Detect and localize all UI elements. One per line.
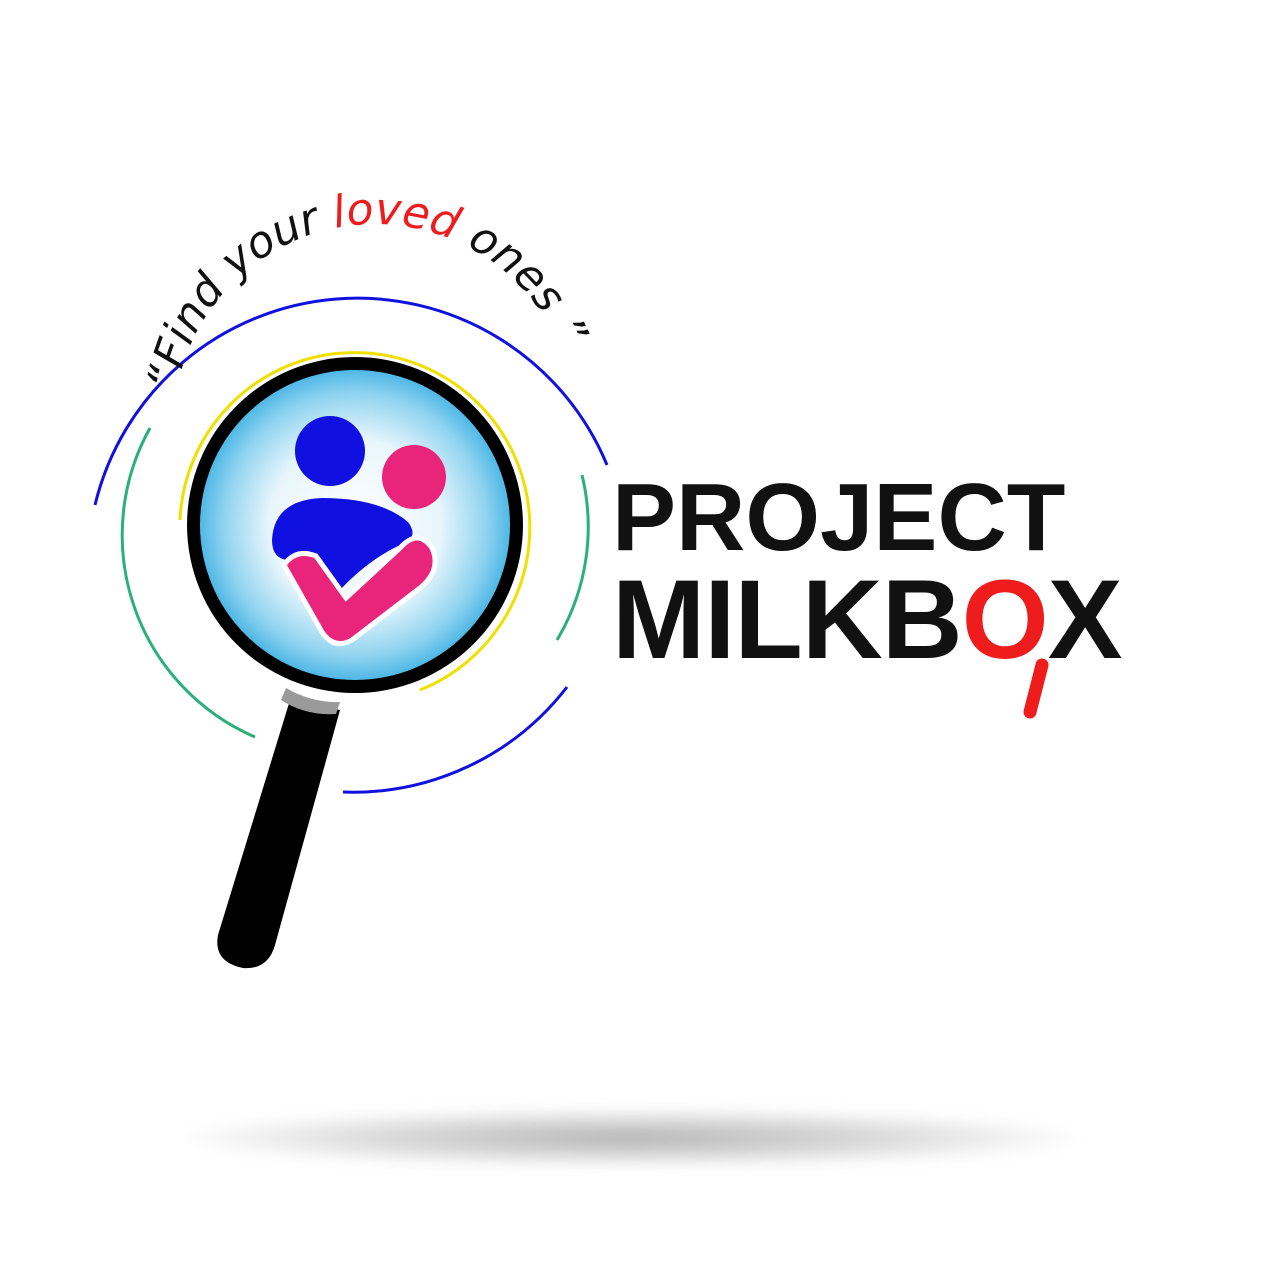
magnifier-collar <box>281 688 340 715</box>
brand-x: X <box>1047 557 1123 682</box>
blue-arc-top <box>93 296 609 506</box>
green-arc-left <box>120 427 256 739</box>
brand-line-project: PROJECT <box>612 464 1066 571</box>
parent-head <box>295 416 365 486</box>
green-arc-right <box>555 474 590 641</box>
brand-accent-o: O <box>961 557 1049 682</box>
yellow-ring <box>178 351 532 692</box>
brand-wordmark: PROJECT MILKBOX <box>612 464 1122 682</box>
family-embrace-icon <box>272 416 446 647</box>
brand-line-milkbox: MILKBOX <box>612 557 1122 682</box>
mini-magnifier-icon <box>1023 658 1049 719</box>
mini-magnifier-handle <box>1023 658 1049 719</box>
floor-shadow <box>180 1108 1080 1168</box>
tagline-part1: Find your <box>143 189 338 374</box>
decorative-arcs <box>93 296 609 794</box>
magnifier-handle <box>217 700 340 969</box>
child-head <box>382 445 446 509</box>
tagline-part2: ones <box>449 203 585 332</box>
blue-arc-bottom <box>342 686 569 794</box>
child-arm <box>281 535 438 647</box>
parent-body <box>272 498 413 590</box>
tagline-highlight: loved <box>329 184 468 250</box>
brand-milkb: MILKB <box>612 557 963 682</box>
